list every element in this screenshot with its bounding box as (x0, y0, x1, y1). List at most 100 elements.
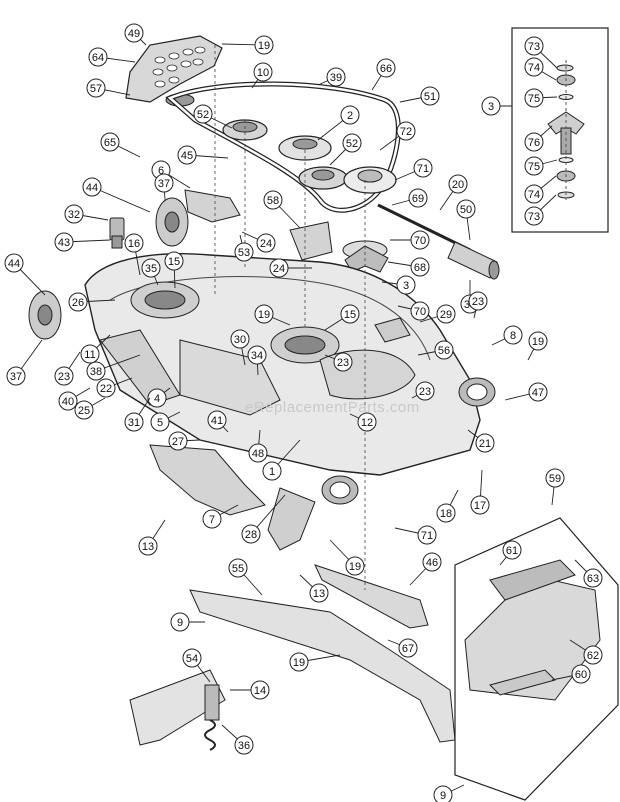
callout-circle (468, 291, 488, 311)
callout-circle (168, 431, 188, 451)
callout-label: 15 (168, 256, 180, 268)
callout-circle (262, 461, 282, 481)
callout-circle (545, 468, 565, 488)
callout-label: 69 (412, 193, 424, 205)
callout-label: 63 (587, 573, 599, 585)
part-callout-60: 60 (551, 664, 591, 684)
lift-pedal (129, 669, 226, 751)
part-callout-41: 41 (207, 410, 229, 433)
callout-label: 3 (403, 280, 409, 292)
callout-circle (340, 105, 360, 125)
callout-label: 25 (78, 405, 90, 417)
inset-callout-76: 76 (524, 125, 553, 152)
part-callout-37: 37 (6, 339, 43, 386)
pulleys (222, 119, 397, 273)
part-callout-36: 36 (221, 724, 254, 755)
part-callout-17: 17 (470, 469, 490, 515)
callout-circle (571, 664, 591, 684)
part-callout-61: 61 (499, 540, 522, 566)
callout-circle (124, 23, 144, 43)
callout-circle (241, 524, 261, 544)
part-callout-58: 58 (263, 190, 301, 229)
callout-circle (415, 381, 435, 401)
part-callout-15: 15 (324, 304, 360, 331)
part-callout-48: 48 (248, 429, 268, 463)
part-callout-52: 52 (193, 104, 233, 129)
callout-label: 23 (58, 371, 70, 383)
part-callout-11: 11 (80, 334, 111, 364)
callout-label: 3 (488, 101, 494, 113)
part-callout-23: 23 (324, 352, 353, 372)
callout-label: 56 (438, 345, 450, 357)
idler-bracket-assembly (125, 35, 223, 107)
callout-label: 52 (197, 109, 209, 121)
part-callout-70: 70 (397, 301, 430, 321)
callout-label: 26 (72, 297, 84, 309)
callout-leader-line (91, 186, 151, 213)
callout-label: 13 (313, 588, 325, 600)
part-callout-44: 44 (82, 177, 151, 213)
gauge-wheels (28, 197, 189, 340)
callout-label: 65 (104, 137, 116, 149)
callout-label: 57 (90, 83, 102, 95)
callout-circle (340, 304, 360, 324)
callout-circle (436, 304, 456, 324)
mower-deck (84, 253, 496, 505)
part-callout-53: 53 (234, 234, 254, 262)
callout-label: 23 (337, 357, 349, 369)
inset-callout-74: 74 (524, 175, 557, 204)
callout-circle (456, 199, 476, 219)
part-callout-9: 9 (170, 612, 205, 632)
callout-circle (253, 62, 273, 82)
part-callout-51: 51 (399, 86, 440, 106)
callout-circle (410, 230, 430, 250)
callout-label: 23 (419, 386, 431, 398)
callout-circle (82, 177, 102, 197)
callout-label: 47 (532, 387, 544, 399)
callout-label: 36 (238, 740, 250, 752)
part-callout-67: 67 (387, 638, 418, 658)
part-callout-7: 7 (202, 504, 239, 529)
part-callout-3: 3 (381, 275, 416, 295)
callout-label: 14 (254, 685, 266, 697)
callout-circle (436, 503, 456, 523)
part-callout-30: 30 (230, 329, 250, 366)
part-callout-43: 43 (54, 232, 111, 252)
callout-label: 66 (380, 63, 392, 75)
callout-circle (202, 509, 222, 529)
callout-circle (58, 391, 78, 411)
callout-label: 48 (252, 448, 264, 460)
part-callout-69: 69 (391, 188, 428, 208)
callout-circle (524, 206, 544, 226)
callout-circle (6, 366, 26, 386)
callout-circle (475, 433, 495, 453)
part-callout-71: 71 (394, 525, 437, 545)
callout-circle (398, 638, 418, 658)
callout-label: 13 (142, 541, 154, 553)
callout-circle (396, 121, 416, 141)
callout-label: 60 (575, 669, 587, 681)
part-callout-23: 23 (54, 351, 81, 386)
callout-circle (250, 680, 270, 700)
part-callout-55: 55 (228, 558, 263, 596)
callout-circle (333, 352, 353, 372)
callout-label: 32 (68, 209, 80, 221)
callout-label: 19 (293, 657, 305, 669)
callout-circle (342, 133, 362, 153)
callout-circle (413, 158, 433, 178)
part-callout-8: 8 (491, 325, 523, 346)
part-callout-45: 45 (177, 145, 229, 165)
part-callout-62: 62 (569, 639, 603, 665)
callout-circle (124, 233, 144, 253)
callout-label: 24 (260, 238, 272, 250)
callout-circle (269, 258, 289, 278)
callout-label: 28 (245, 529, 257, 541)
callout-label: 24 (273, 263, 285, 275)
callout-circle (254, 304, 274, 324)
callout-circle (408, 188, 428, 208)
callout-circle (524, 184, 544, 204)
callout-circle (524, 88, 544, 108)
callout-label: 68 (414, 262, 426, 274)
callout-label: 16 (128, 238, 140, 250)
